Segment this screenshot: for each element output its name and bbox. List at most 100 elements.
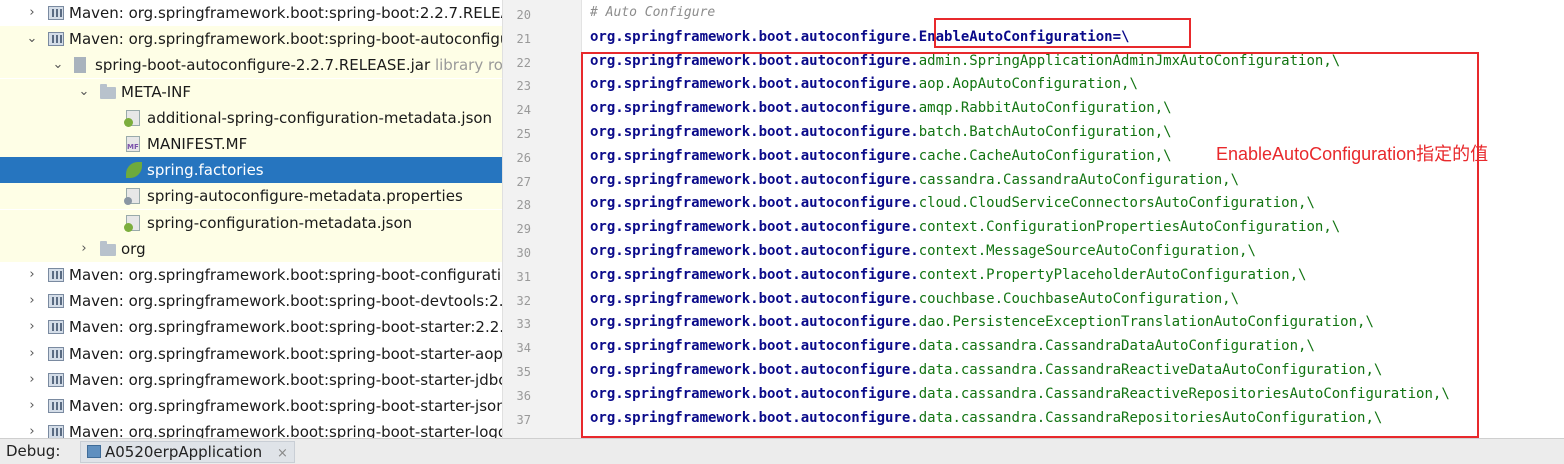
- library-icon: [48, 425, 64, 438]
- properties-file-icon: [124, 188, 140, 206]
- package-prefix: org.springframework.boot.autoconfigure.: [590, 219, 919, 236]
- tree-row[interactable]: ›Maven: org.springframework.boot:spring-…: [0, 288, 502, 314]
- line-number: 25: [516, 127, 531, 141]
- tree-row[interactable]: ›Maven: org.springframework.boot:spring-…: [0, 314, 502, 340]
- package-prefix: org.springframework.boot.autoconfigure.: [590, 314, 919, 331]
- tree-row[interactable]: › Maven: org.springframework.boot:spring-…: [0, 419, 502, 438]
- code-line-key: org.springframework.boot.autoconfigure.E…: [590, 29, 1129, 45]
- line-number: 24: [516, 103, 531, 118]
- tree-row-label: Maven: org.springframework.boot:spring-b…: [69, 4, 502, 22]
- close-icon[interactable]: ×: [276, 446, 288, 461]
- package-prefix: org.springframework.boot.autoconfigure.: [590, 100, 919, 117]
- config-class-value: admin.SpringApplicationAdminJmxAutoConfi…: [918, 52, 1341, 69]
- chevron-right-icon[interactable]: ›: [29, 267, 35, 282]
- library-icon: [48, 346, 64, 361]
- library-icon: [48, 268, 64, 282]
- package-prefix: org.springframework.boot.autoconfigure.: [590, 409, 919, 426]
- tree-row[interactable]: spring.factories: [0, 157, 502, 184]
- tree-row-label: META-INF: [121, 82, 192, 101]
- code-line-value: org.springframework.boot.autoconfigure.b…: [590, 124, 1172, 140]
- package-prefix: org.springframework.boot.autoconfigure.: [590, 147, 919, 164]
- chevron-right-icon[interactable]: ›: [81, 240, 87, 256]
- line-number: 29: [516, 222, 531, 237]
- package-prefix: org.springframework.boot.autoconfigure.: [590, 338, 919, 355]
- config-class-value: data.cassandra.CassandraDataAutoConfigur…: [918, 338, 1315, 355]
- annotation-box-key: [934, 18, 1191, 48]
- chevron-right-icon[interactable]: ›: [29, 345, 35, 361]
- tree-row-label: Maven: org.springframework.boot:spring-b…: [69, 266, 502, 284]
- code-line-value: org.springframework.boot.autoconfigure.c…: [590, 291, 1239, 307]
- config-class-value: aop.AopAutoConfiguration,\: [918, 76, 1138, 93]
- code-line-value: org.springframework.boot.autoconfigure.c…: [590, 243, 1256, 259]
- tree-row-label: spring-boot-autoconfigure-2.2.7.RELEASE.…: [95, 56, 431, 75]
- tree-row[interactable]: MF MANIFEST.MF: [0, 131, 502, 157]
- package-prefix: org.springframework.boot.autoconfigure.: [590, 362, 919, 378]
- tree-row-hint: library root: [434, 56, 502, 75]
- property-key: EnableAutoConfiguration: [918, 28, 1113, 45]
- line-number: 30: [516, 246, 531, 260]
- application-icon: [87, 445, 101, 458]
- chevron-right-icon[interactable]: ›: [29, 424, 35, 438]
- config-class-value: amqp.RabbitAutoConfiguration,\: [918, 100, 1172, 117]
- tree-row[interactable]: › Maven: org.springframework.boot:spring-…: [0, 367, 502, 393]
- code-comment: # Auto Configure: [590, 5, 716, 20]
- config-class-value: context.MessageSourceAutoConfiguration,\: [918, 243, 1256, 259]
- chevron-right-icon[interactable]: ›: [29, 5, 35, 20]
- config-class-value: context.PropertyPlaceholderAutoConfigura…: [918, 266, 1307, 283]
- tree-row[interactable]: ⌄ META-INF: [0, 78, 502, 105]
- tree-row[interactable]: spring-autoconfigure-metadata.properties: [0, 183, 502, 210]
- tree-row-label: spring-configuration-metadata.json: [147, 213, 413, 232]
- code-line-value: org.springframework.boot.autoconfigure.c…: [590, 148, 1172, 164]
- config-class-value: data.cassandra.CassandraReactiveDataAuto…: [918, 362, 1383, 378]
- line-number: 22: [516, 55, 531, 70]
- line-number: 26: [516, 150, 531, 165]
- code-line-value: org.springframework.boot.autoconfigure.a…: [590, 76, 1138, 92]
- library-icon: [48, 320, 64, 335]
- chevron-down-icon[interactable]: ⌄: [26, 31, 38, 47]
- config-class-value: cloud.CloudServiceConnectorsAutoConfigur…: [918, 195, 1315, 212]
- config-class-value: data.cassandra.CassandraRepositoriesAuto…: [918, 409, 1383, 426]
- tree-row-label: Maven: org.springframework.boot:spring-b…: [69, 370, 502, 389]
- code-line-value: org.springframework.boot.autoconfigure.d…: [590, 386, 1450, 402]
- debug-session-tab[interactable]: A0520erpApplication ×: [80, 441, 295, 463]
- manifest-file-icon: MF: [126, 136, 140, 152]
- tree-row[interactable]: ›Maven: org.springframework.boot:spring-…: [0, 393, 502, 419]
- chevron-right-icon[interactable]: ›: [29, 319, 35, 335]
- package-prefix: org.springframework.boot.autoconfigure.: [590, 195, 919, 212]
- chevron-right-icon[interactable]: ›: [29, 293, 35, 309]
- code-line-value: org.springframework.boot.autoconfigure.d…: [590, 314, 1374, 330]
- json-file-icon: [124, 214, 140, 232]
- chevron-down-icon[interactable]: ⌄: [78, 83, 90, 99]
- line-number: 31: [516, 269, 531, 284]
- config-class-value: couchbase.CouchbaseAutoConfiguration,\: [918, 290, 1240, 307]
- json-file-icon: [124, 109, 140, 127]
- tree-row-label: Maven: org.springframework.boot:spring-b…: [69, 423, 502, 438]
- tree-row-label: spring.factories: [147, 161, 264, 180]
- library-icon: [48, 32, 64, 47]
- package-prefix: org.springframework.boot.autoconfigure.: [590, 76, 919, 93]
- package-prefix: org.springframework.boot.autoconfigure.: [590, 28, 919, 45]
- tree-row[interactable]: spring-configuration-metadata.json: [0, 209, 502, 236]
- chevron-right-icon[interactable]: ›: [29, 371, 35, 387]
- tree-row[interactable]: › Maven: org.springframework.boot:spring-…: [0, 0, 502, 26]
- code-line-value: org.springframework.boot.autoconfigure.c…: [590, 195, 1315, 211]
- code-line-value: org.springframework.boot.autoconfigure.a…: [590, 100, 1172, 116]
- tree-row[interactable]: ›org: [0, 235, 502, 262]
- line-number: 36: [516, 388, 531, 403]
- folder-icon: [100, 240, 116, 256]
- chevron-down-icon[interactable]: ⌄: [52, 57, 64, 73]
- tree-row[interactable]: ⌄ spring-boot-autoconfigure-2.2.7.RELEASE…: [0, 52, 502, 79]
- tree-row[interactable]: ⌄Maven: org.springframework.boot:spring-…: [0, 26, 502, 53]
- line-number: 20: [516, 8, 531, 22]
- debug-session-label: A0520erpApplication: [105, 443, 263, 461]
- tree-row-label: MANIFEST.MF: [147, 135, 248, 153]
- spring-leaf-icon: [126, 162, 142, 179]
- tree-row[interactable]: additional-spring-configuration-metadata…: [0, 104, 502, 131]
- project-tree: › Maven: org.springframework.boot:spring-…: [0, 0, 502, 438]
- line-continuation: =\: [1112, 28, 1130, 45]
- debug-label: Debug:: [6, 442, 61, 460]
- chevron-right-icon[interactable]: ›: [29, 398, 35, 413]
- tree-row[interactable]: › Maven: org.springframework.boot:spring-…: [0, 262, 502, 288]
- tree-row[interactable]: ›Maven: org.springframework.boot:spring-…: [0, 341, 502, 367]
